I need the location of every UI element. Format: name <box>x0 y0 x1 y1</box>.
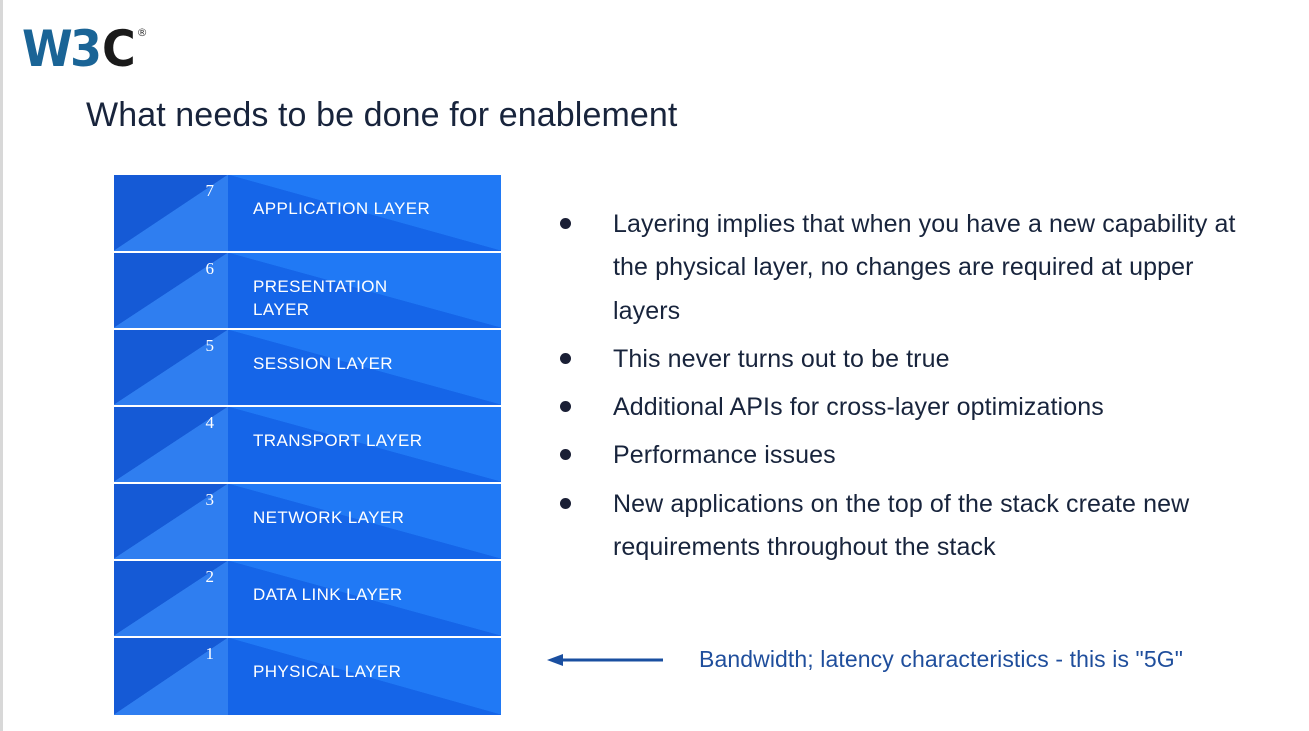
physical-layer-annotation: Bandwidth; latency characteristics - thi… <box>545 646 1183 673</box>
layer-number-label: 6 <box>205 259 215 278</box>
bullet-text: Additional APIs for cross-layer optimiza… <box>613 393 1104 421</box>
layer-number-cell: 6 <box>114 253 228 328</box>
layer-number-label: 5 <box>205 336 215 355</box>
registered-trademark-icon: ® <box>136 26 148 39</box>
layer-number-cell: 4 <box>114 407 228 482</box>
bullet-dot-icon <box>560 497 571 509</box>
layer-name-label: NETWORK LAYER <box>253 508 405 527</box>
list-item: Performance issues <box>560 434 1260 477</box>
bullet-text: New applications on the top of the stack… <box>613 489 1190 561</box>
layer-name-label: TRANSPORT LAYER <box>253 431 423 450</box>
osi-layer-1: 1 PHYSICAL LAYER <box>114 638 501 715</box>
layer-name-label: SESSION LAYER <box>253 354 393 373</box>
layer-number-label: 3 <box>205 490 215 509</box>
osi-layer-6: 6 PRESENTATION LAYER <box>114 253 501 330</box>
annotation-caption: Bandwidth; latency characteristics - thi… <box>699 646 1183 672</box>
layer-number-label: 7 <box>205 181 215 200</box>
bullet-dot-icon <box>560 449 571 461</box>
layer-number-label: 4 <box>205 413 215 432</box>
bullet-list: Layering implies that when you have a ne… <box>560 203 1260 574</box>
layer-name-cell: PRESENTATION LAYER <box>228 253 501 328</box>
page-title: What needs to be done for enablement <box>86 96 678 134</box>
osi-layer-stack: 7 APPLICATION LAYER 6 PRESENTATION LAYER… <box>114 175 501 715</box>
bullet-dot-icon <box>560 401 571 412</box>
layer-name-cell: TRANSPORT LAYER <box>228 407 501 482</box>
layer-name-label: PHYSICAL LAYER <box>253 662 402 681</box>
layer-number-label: 2 <box>205 567 215 586</box>
osi-layer-4: 4 TRANSPORT LAYER <box>114 407 501 484</box>
layer-name-cell: APPLICATION LAYER <box>228 175 501 251</box>
w3c-logo: W3 C ® <box>22 24 148 80</box>
bullet-text: Performance issues <box>613 441 836 470</box>
osi-layer-3: 3 NETWORK LAYER <box>114 484 501 561</box>
layer-number-cell: 1 <box>114 638 228 715</box>
bullet-dot-icon <box>560 352 571 364</box>
logo-c-text: C <box>101 20 136 78</box>
osi-layer-7: 7 APPLICATION LAYER <box>114 175 501 253</box>
osi-layer-5: 5 SESSION LAYER <box>114 330 501 407</box>
layer-name-label: APPLICATION LAYER <box>253 199 431 218</box>
bullet-text: Layering implies that when you have a ne… <box>613 210 1236 325</box>
layer-name-cell: PHYSICAL LAYER <box>228 638 501 715</box>
bullet-text: This never turns out to be true <box>613 344 950 373</box>
list-item: This never turns out to be true <box>560 338 1260 381</box>
left-arrow-icon <box>547 653 663 666</box>
layer-name-cell: SESSION LAYER <box>228 330 501 405</box>
layer-name-cell: NETWORK LAYER <box>228 484 501 559</box>
layer-name-cell: DATA LINK LAYER <box>228 561 501 636</box>
layer-name-label: PRESENTATION LAYER <box>253 277 388 320</box>
layer-number-cell: 3 <box>114 484 228 559</box>
list-item: Additional APIs for cross-layer optimiza… <box>560 386 1260 429</box>
bullet-dot-icon <box>560 218 571 229</box>
list-item: New applications on the top of the stack… <box>560 483 1260 570</box>
layer-name-label: DATA LINK LAYER <box>253 585 403 604</box>
slide-left-edge <box>0 0 3 731</box>
layer-number-label: 1 <box>205 644 215 663</box>
logo-w3-text: W3 <box>22 20 102 78</box>
list-item: Layering implies that when you have a ne… <box>560 203 1260 333</box>
layer-number-cell: 7 <box>114 175 228 251</box>
layer-number-cell: 5 <box>114 330 228 405</box>
osi-layer-2: 2 DATA LINK LAYER <box>114 561 501 638</box>
layer-number-cell: 2 <box>114 561 228 636</box>
